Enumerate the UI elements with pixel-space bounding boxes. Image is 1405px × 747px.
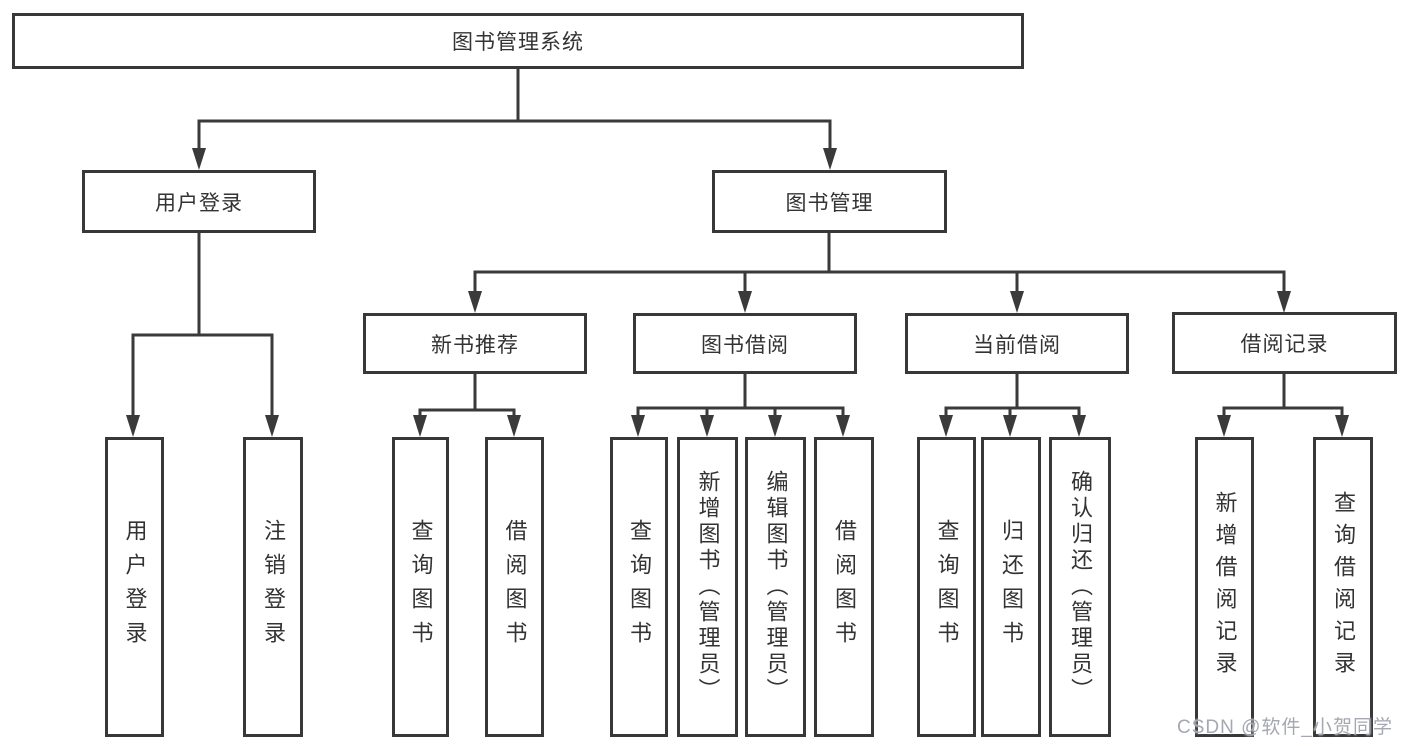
node-leaf-user-login: 用户登录 bbox=[105, 437, 164, 737]
node-leaf-confirm-return-admin: 确认归还（管理员） bbox=[1049, 437, 1111, 737]
connector-borrowrecords-to-leaves bbox=[1217, 373, 1349, 437]
arrow-down-icon bbox=[823, 148, 837, 170]
arrow-down-icon bbox=[1217, 415, 1231, 437]
node-leaf-borrow-books: 借阅图书 bbox=[814, 437, 874, 737]
node-leaf-query-books-recommend: 查询图书 bbox=[392, 437, 449, 737]
node-leaf-query-books-borrow: 查询图书 bbox=[610, 437, 668, 737]
connector-userlogin-to-leaves bbox=[126, 232, 279, 437]
arrow-down-icon bbox=[1277, 291, 1291, 313]
arrow-down-icon bbox=[738, 291, 752, 313]
node-new-book-recommend: 新书推荐 bbox=[363, 313, 587, 374]
arrow-down-icon bbox=[631, 415, 645, 437]
node-root: 图书管理系统 bbox=[12, 13, 1024, 69]
node-leaf-edit-books-admin: 编辑图书（管理员） bbox=[745, 437, 806, 737]
arrow-down-icon bbox=[1072, 415, 1086, 437]
connector-bookmgmt-to-level3 bbox=[468, 232, 1291, 313]
node-book-management: 图书管理 bbox=[712, 170, 947, 233]
arrow-down-icon bbox=[768, 415, 782, 437]
arrow-down-icon bbox=[468, 291, 482, 313]
arrow-down-icon bbox=[1003, 415, 1017, 437]
node-leaf-return-books: 归还图书 bbox=[981, 437, 1041, 737]
node-leaf-add-books-admin: 新增图书（管理员） bbox=[677, 437, 738, 737]
csdn-watermark: CSDN @软件_小贺同学 bbox=[1177, 717, 1393, 738]
node-leaf-logout: 注销登录 bbox=[243, 437, 303, 737]
arrow-down-icon bbox=[700, 415, 714, 437]
arrow-down-icon bbox=[192, 148, 206, 170]
node-leaf-query-borrow-record: 查询借阅记录 bbox=[1313, 437, 1373, 737]
node-user-login: 用户登录 bbox=[82, 170, 316, 233]
node-leaf-query-books-current: 查询图书 bbox=[917, 437, 976, 737]
connector-currentborrow-to-leaves bbox=[939, 373, 1086, 437]
node-current-borrow: 当前借阅 bbox=[905, 313, 1129, 374]
arrow-down-icon bbox=[1335, 415, 1349, 437]
connector-bookborrow-to-leaves bbox=[631, 373, 850, 437]
arrow-down-icon bbox=[1010, 291, 1024, 313]
node-book-borrow: 图书借阅 bbox=[633, 313, 857, 374]
arrow-down-icon bbox=[413, 415, 427, 437]
node-leaf-borrow-books-recommend: 借阅图书 bbox=[485, 437, 544, 737]
node-leaf-add-borrow-record: 新增借阅记录 bbox=[1195, 437, 1254, 737]
node-borrow-records: 借阅记录 bbox=[1172, 312, 1397, 374]
arrow-down-icon bbox=[507, 415, 521, 437]
arrow-down-icon bbox=[126, 415, 140, 437]
arrow-down-icon bbox=[939, 415, 953, 437]
arrow-down-icon bbox=[836, 415, 850, 437]
connector-newbook-to-leaves bbox=[413, 373, 521, 437]
connector-root-to-level2 bbox=[192, 68, 837, 170]
arrow-down-icon bbox=[265, 415, 279, 437]
